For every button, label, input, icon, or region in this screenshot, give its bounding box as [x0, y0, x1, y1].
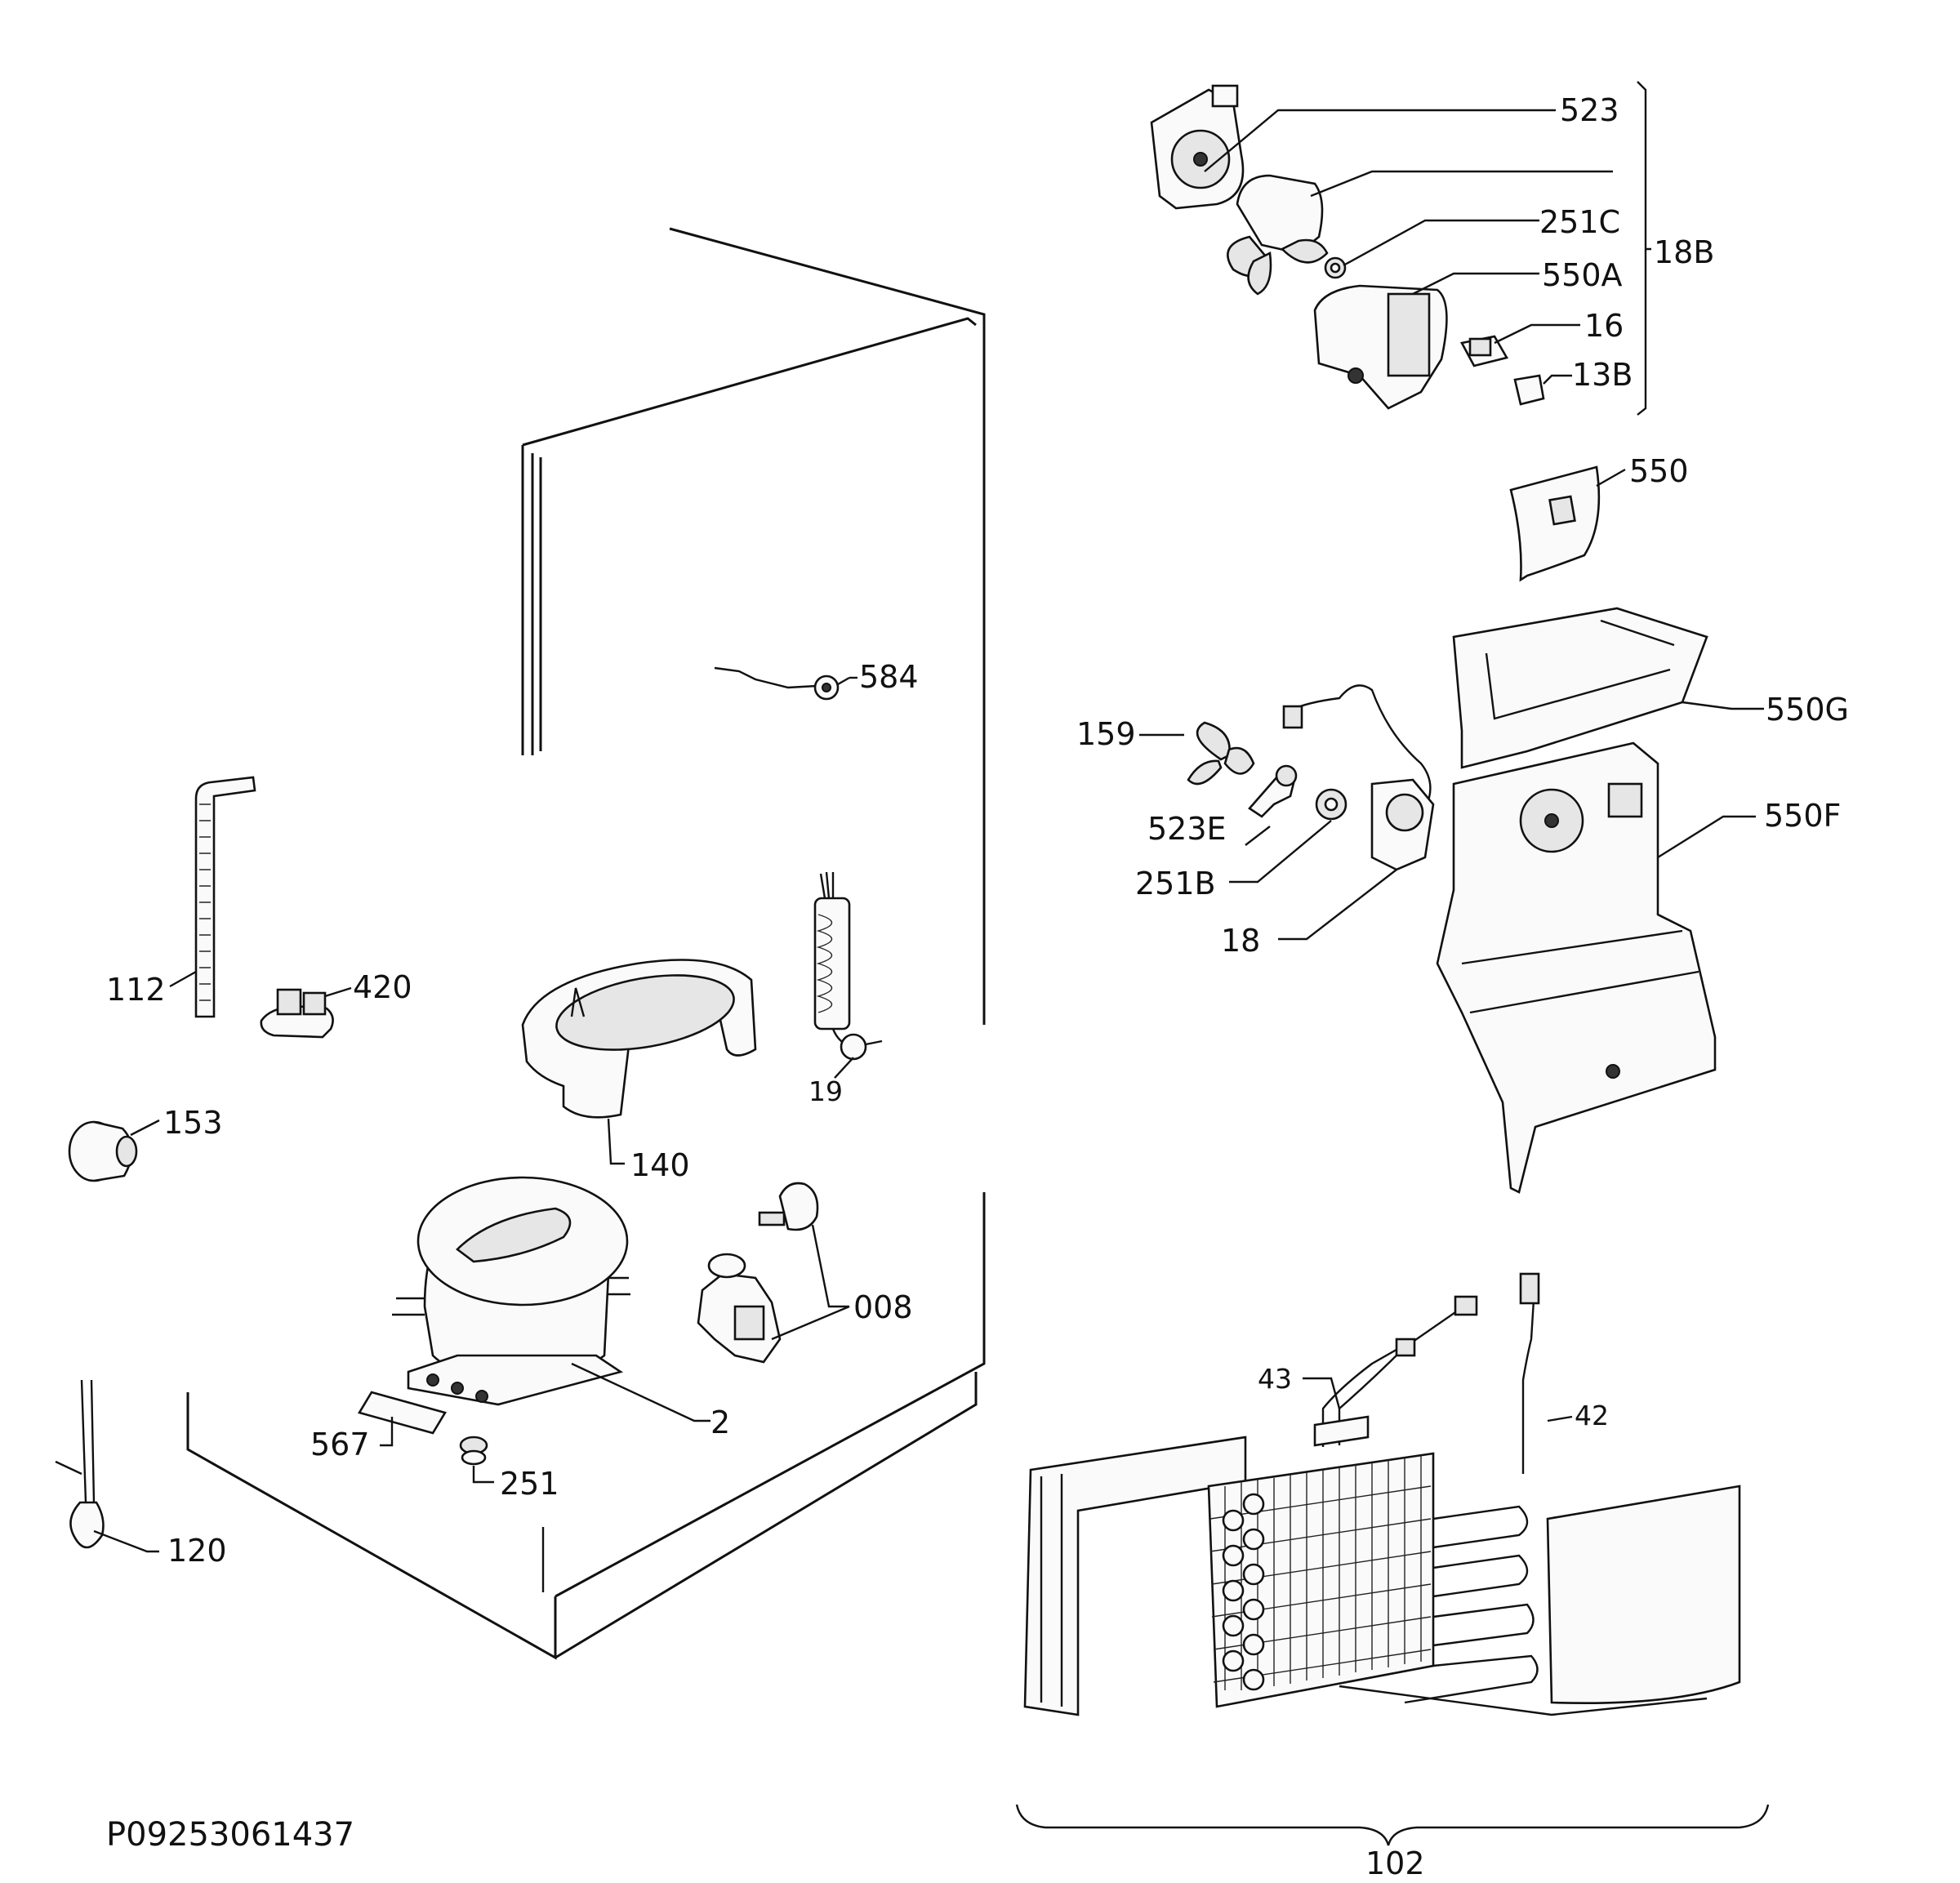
label-159: 159	[1076, 716, 1136, 752]
part-251b-gear	[1315, 788, 1348, 821]
part-420-clip	[260, 988, 334, 1039]
label-251c: 251C	[1539, 204, 1620, 240]
leader-lines	[93, 81, 1770, 1846]
label-567: 567	[310, 1427, 370, 1462]
label-550a: 550A	[1542, 257, 1623, 293]
label-16: 16	[1584, 308, 1624, 344]
label-008: 008	[853, 1289, 913, 1325]
part-18-fan-motor	[1282, 684, 1435, 871]
part-550f-panel	[1436, 741, 1717, 1194]
label-251b: 251B	[1135, 866, 1216, 901]
part-251c-washer	[1324, 256, 1347, 279]
part-251-grommet	[459, 1436, 488, 1466]
part-120-connector	[55, 1379, 105, 1549]
part-550-cover	[1509, 465, 1601, 582]
label-550: 550	[1629, 453, 1689, 489]
part-13b-button	[1513, 374, 1545, 406]
part-16-switch	[1460, 335, 1508, 367]
part-19-heater	[813, 871, 883, 1061]
cabinet-outline	[186, 227, 986, 1660]
part-159-fan-blade	[1187, 721, 1255, 786]
label-43: 43	[1258, 1363, 1292, 1395]
label-550g: 550G	[1766, 692, 1849, 728]
label-523: 523	[1560, 92, 1619, 128]
label-584: 584	[859, 659, 919, 695]
label-523e: 523E	[1147, 811, 1227, 847]
part-550a-housing	[1313, 284, 1448, 410]
label-102: 102	[1365, 1845, 1425, 1881]
part-112-drain-hose	[194, 776, 256, 1018]
label-19: 19	[808, 1075, 843, 1107]
label-550f: 550F	[1764, 798, 1841, 834]
part-523e-bracket	[1248, 764, 1298, 818]
evaporator-tubes	[1222, 1493, 1265, 1691]
part-labels: 523 251C 18B 550A 16 13B 550 584 550G 15…	[106, 92, 1849, 1881]
label-112: 112	[106, 972, 166, 1008]
part-140-drip-tray	[521, 959, 757, 1119]
label-153: 153	[163, 1105, 223, 1141]
label-420: 420	[353, 969, 412, 1005]
part-523-fan-housing	[1150, 84, 1245, 210]
part-567-plate	[358, 1391, 447, 1435]
label-13b: 13B	[1572, 357, 1633, 393]
part-153-grommet	[68, 1120, 138, 1182]
label-18b: 18B	[1654, 234, 1714, 270]
part-550g-duct	[1452, 607, 1708, 769]
part-2-compressor	[392, 1176, 630, 1406]
part-upper-fan-motor	[1227, 174, 1329, 296]
label-2: 2	[710, 1404, 730, 1440]
label-140: 140	[630, 1147, 690, 1183]
label-251: 251	[500, 1466, 559, 1502]
label-18: 18	[1221, 923, 1260, 959]
part-102-evaporator	[1023, 1272, 1741, 1716]
drawing-code: P09253061437	[106, 1816, 354, 1854]
label-42: 42	[1575, 1400, 1609, 1431]
part-008-relay	[697, 1182, 819, 1364]
label-120: 120	[167, 1533, 227, 1569]
part-584-sensor	[714, 666, 850, 701]
